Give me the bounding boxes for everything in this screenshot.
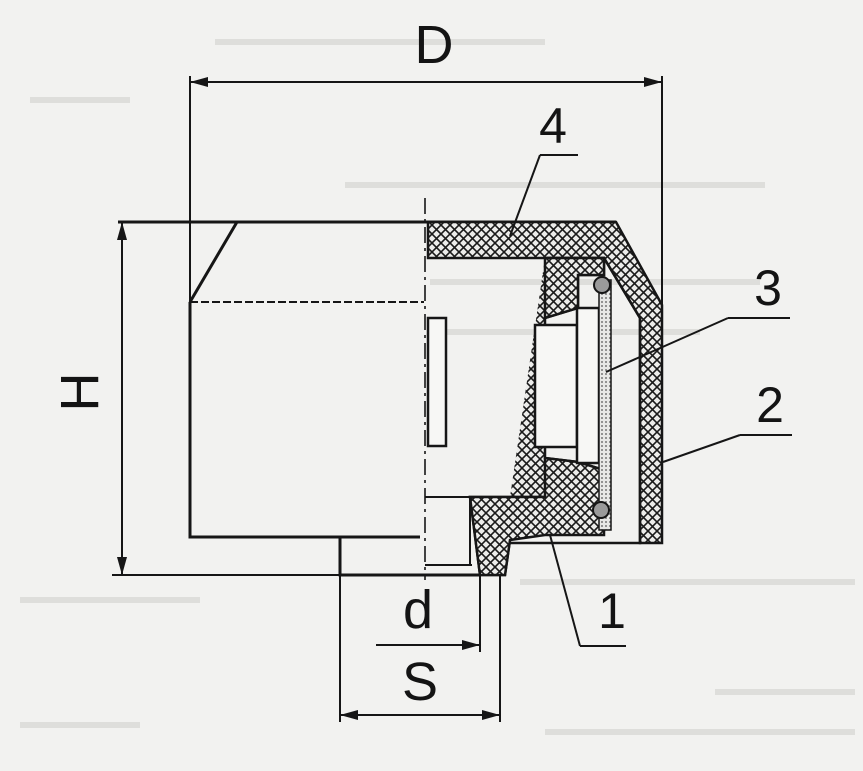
dimension-D xyxy=(189,76,663,305)
label-D: D xyxy=(415,15,454,75)
label-part-4: 4 xyxy=(539,98,567,154)
filter-frame xyxy=(575,306,601,465)
insert-block xyxy=(533,323,579,449)
label-S: S xyxy=(402,652,438,712)
inner-slot xyxy=(426,316,448,448)
leader-1 xyxy=(549,534,626,647)
leader-2 xyxy=(662,434,792,463)
label-d: d xyxy=(403,580,433,640)
shell-part-2 xyxy=(510,257,642,545)
dimension-H xyxy=(112,222,340,576)
label-part-1: 1 xyxy=(598,583,626,639)
leader-3 xyxy=(605,317,790,373)
label-part-2: 2 xyxy=(756,377,784,433)
sleeve-lower-part-1 xyxy=(468,456,606,577)
dimension-S xyxy=(339,575,501,722)
label-part-3: 3 xyxy=(754,260,782,316)
dimension-d xyxy=(376,575,481,652)
leader-4 xyxy=(509,154,578,237)
seal-ring-top xyxy=(593,276,611,294)
label-H: H xyxy=(50,373,110,412)
seal-ring-bottom xyxy=(592,501,610,519)
filter-mesh-part-3 xyxy=(598,279,612,531)
